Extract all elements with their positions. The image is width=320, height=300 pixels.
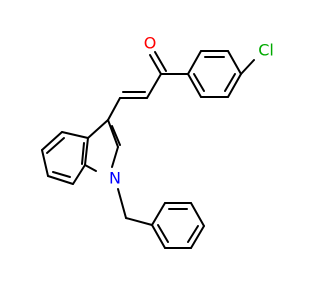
bond [107, 119, 119, 148]
chemical-structure-diagram: O Cl N [41, 34, 274, 249]
nitrogen-atom-label: N [109, 169, 121, 188]
bond [87, 119, 109, 139]
bond [151, 224, 166, 249]
bond [84, 137, 89, 166]
chlorine-bond [240, 59, 255, 75]
double-bond-inner [52, 171, 71, 178]
bond [41, 149, 49, 177]
double-bond-inner [187, 225, 199, 243]
bond [187, 50, 202, 75]
bond [227, 50, 242, 75]
carbonyl-bond [149, 54, 162, 75]
double-bond-inner [193, 73, 205, 92]
bond [190, 225, 205, 249]
double-bond-inner [224, 73, 236, 92]
double-bond-inner [157, 224, 169, 243]
bond [146, 73, 162, 99]
double-bond-inner [81, 142, 85, 165]
bond [61, 131, 89, 139]
bond [187, 73, 202, 98]
pyrrole-ring [84, 119, 121, 172]
benzylic-bond [125, 217, 153, 226]
carbonyl-bond-second [154, 51, 167, 72]
chlorine-atom-label: Cl [258, 41, 274, 60]
chlorophenyl-ring [187, 50, 242, 98]
oxygen-atom-label: O [144, 34, 157, 53]
bond [151, 202, 166, 226]
bond [41, 131, 63, 151]
carbonyl-group [149, 51, 167, 75]
indole-benzene-ring [41, 131, 89, 185]
enone-chain [107, 73, 162, 121]
bond [84, 164, 97, 172]
bond [107, 97, 121, 121]
double-bond-inner [111, 125, 121, 146]
n-benzyl-bond [117, 188, 127, 219]
bond [111, 146, 119, 168]
bond [190, 202, 205, 227]
bond [227, 73, 242, 98]
double-bond-inner [46, 137, 65, 154]
benzyl-phenyl-ring [151, 202, 205, 249]
bond [72, 164, 86, 185]
bond [47, 175, 74, 185]
structure-canvas: O Cl N [41, 33, 274, 249]
